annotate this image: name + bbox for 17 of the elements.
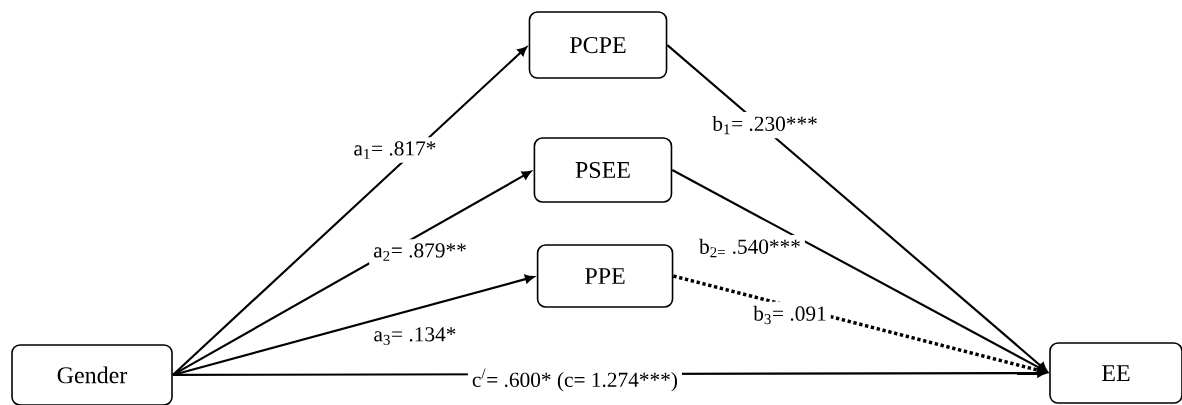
arrow xyxy=(666,44,1048,372)
edge-label: a$_{3}$= .134* xyxy=(369,323,461,349)
variable-box: PCPE xyxy=(528,11,668,79)
edge-label: a$_{1}$= .817* xyxy=(349,137,441,163)
edge-label: b$_{2=}$ .540*** xyxy=(695,234,805,262)
variable-box: PPE xyxy=(536,244,674,308)
variable-box: EE xyxy=(1049,342,1182,404)
edge-label: b$_{3}$= .091 xyxy=(749,301,831,329)
arrow xyxy=(172,46,527,376)
edge-label: a$_{2}$= .879** xyxy=(369,239,471,265)
arrow xyxy=(172,170,532,376)
edge-label: b$_{1}$= .230*** xyxy=(708,111,822,139)
variable-box: Gender xyxy=(11,344,173,405)
edge-label: c$^{/}$= .600* (c= 1.274***) xyxy=(467,364,682,396)
arrow xyxy=(172,274,535,376)
arrow xyxy=(671,169,1047,373)
variable-box: PSEE xyxy=(533,137,673,203)
